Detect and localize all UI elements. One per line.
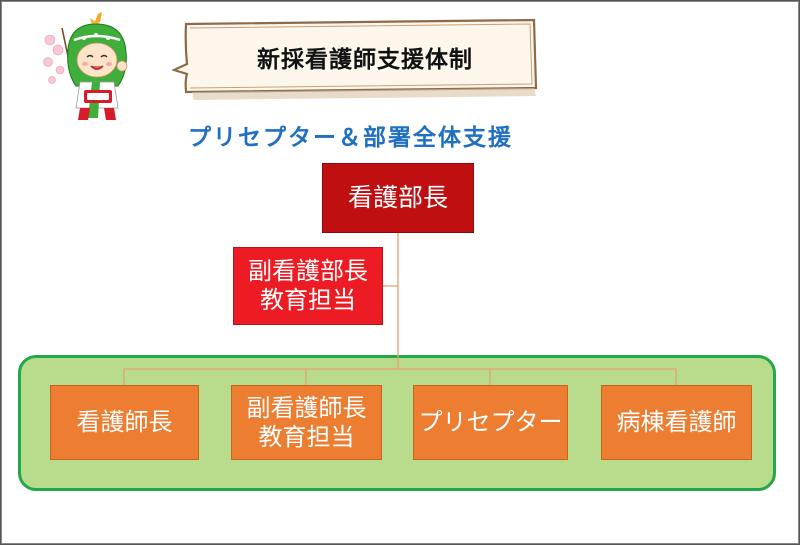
box-label-line2: 教育担当 [258,422,355,451]
subtitle: プリセプター＆部署全体支援 [188,125,513,151]
box-label: 看護師長 [76,408,173,437]
scroll-banner-icon [170,18,538,100]
unit-box-deputy-head-nurse: 副看護師長 教育担当 [231,385,382,460]
box-label-line2: 教育担当 [260,286,356,314]
unit-box-preceptor: プリセプター [413,385,568,460]
box-label-line1: 副看護師長 [246,393,367,422]
page-title: 新採看護師支援体制 [257,47,473,73]
title-banner: 新採看護師支援体制 [170,18,540,100]
box-label-line1: 副看護部長 [248,257,368,286]
deputy-director-education-box: 副看護部長 教育担当 [233,247,383,325]
unit-box-head-nurse: 看護師長 [50,385,199,460]
box-label: 病棟看護師 [616,408,737,437]
box-label: プリセプター [418,408,563,437]
mascot-icon [43,12,128,120]
box-label: 看護部長 [347,183,448,212]
unit-box-ward-nurse: 病棟看護師 [601,385,752,460]
director-of-nursing-box: 看護部長 [322,163,474,233]
